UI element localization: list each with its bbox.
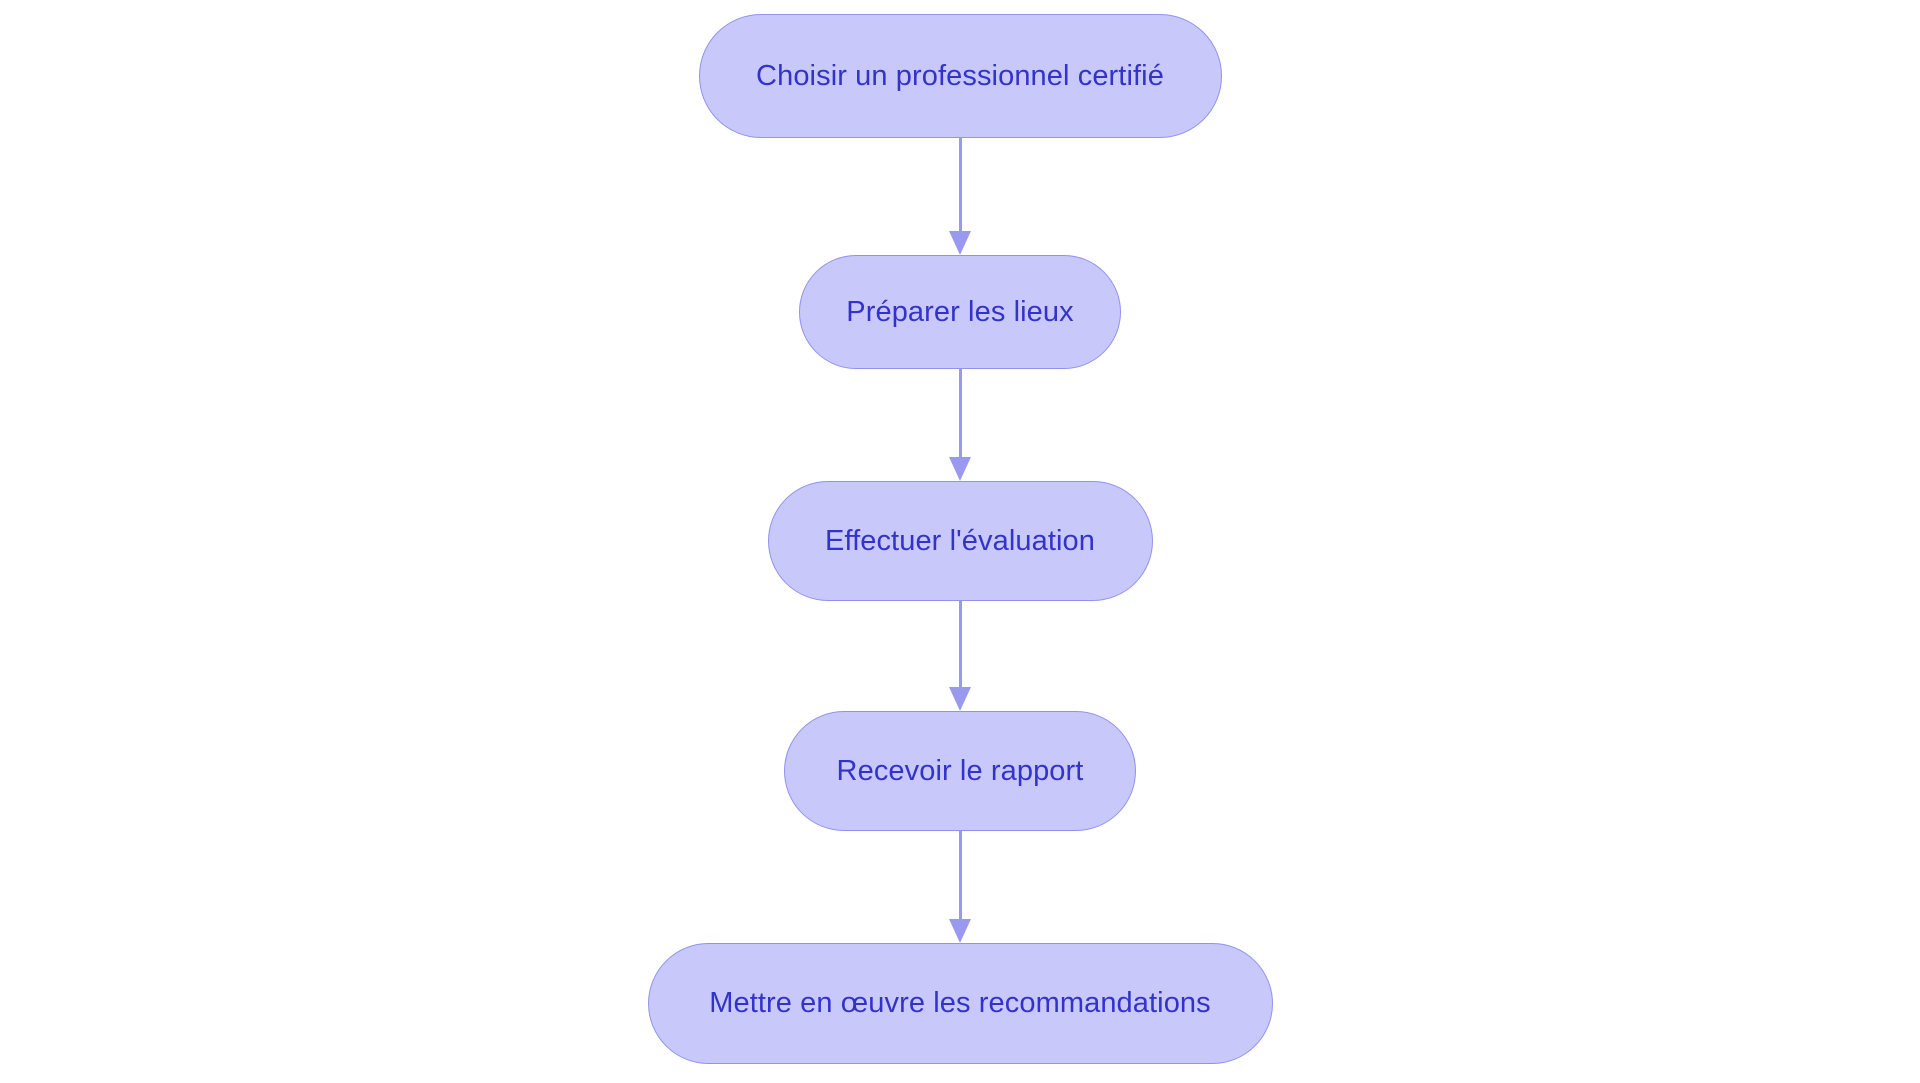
flowchart-node-label: Mettre en œuvre les recommandations: [709, 987, 1211, 1019]
edge-line: [958, 138, 962, 232]
flowchart-node-choisir-un-professionnel-certifie[interactable]: Choisir un professionnel certifié: [698, 14, 1222, 138]
edge-line: [958, 601, 962, 688]
flowchart-node-label: Recevoir le rapport: [836, 754, 1084, 787]
flowchart-node-mettre-en-oeuvre-les-recommandations[interactable]: Mettre en œuvre les recommandations: [647, 943, 1273, 1064]
arrow-down-icon: [949, 687, 971, 711]
arrow-down-icon: [949, 457, 971, 481]
edge-line: [958, 369, 962, 458]
flowchart-node-recevoir-le-rapport[interactable]: Recevoir le rapport: [784, 711, 1136, 831]
flowchart-node-label: Choisir un professionnel certifié: [756, 59, 1164, 92]
arrow-down-icon: [949, 231, 971, 255]
flowchart-edge-n4-n5: [940, 831, 980, 943]
flowchart-node-effectuer-l-evaluation[interactable]: Effectuer l'évaluation: [767, 481, 1153, 601]
flowchart-node-label: Effectuer l'évaluation: [825, 524, 1095, 557]
flowchart-node-preparer-les-lieux[interactable]: Préparer les lieux: [799, 255, 1121, 369]
flowchart-edge-n3-n4: [940, 601, 980, 711]
flowchart-edge-n1-n2: [940, 138, 980, 255]
arrow-down-icon: [949, 919, 971, 943]
edge-line: [958, 831, 962, 920]
flowchart-node-label: Préparer les lieux: [846, 295, 1074, 328]
flowchart-edge-n2-n3: [940, 369, 980, 481]
